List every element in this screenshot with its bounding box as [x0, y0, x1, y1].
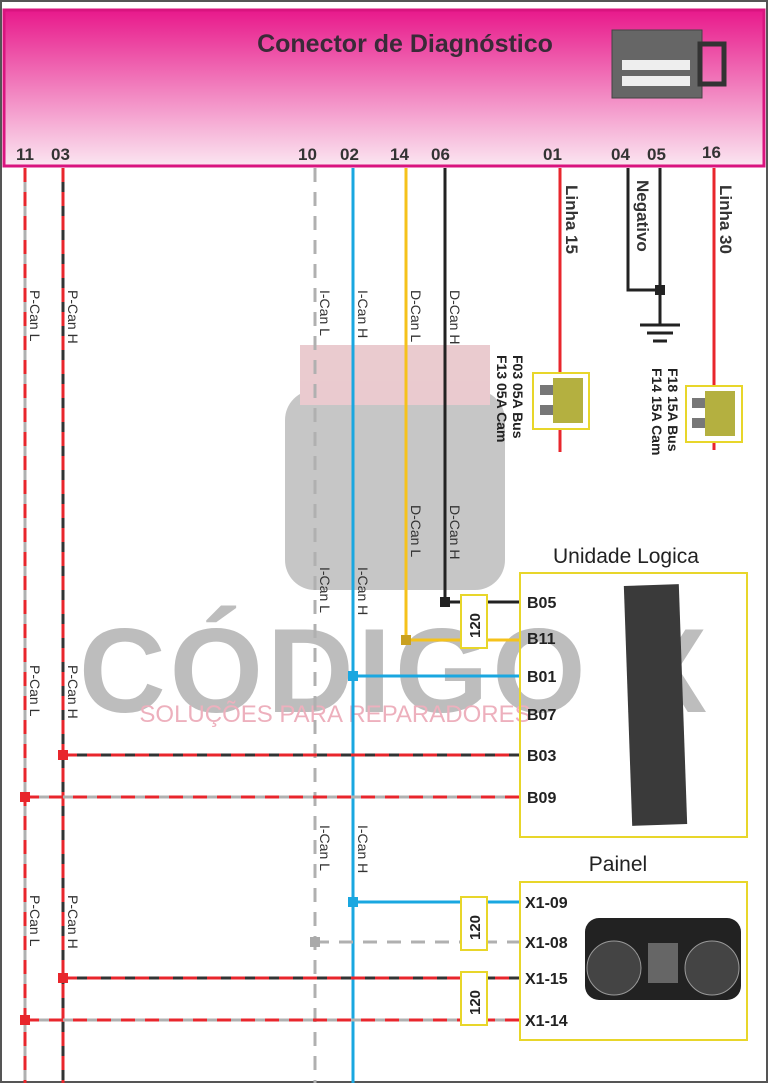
pin-04: 04 — [611, 145, 630, 164]
unidade-logica: Unidade Logica B05 B11 B01 B07 B03 B09 — [519, 545, 748, 838]
unidade-title: Unidade Logica — [553, 545, 699, 568]
truck-icon — [285, 345, 505, 590]
pin-10: 10 — [298, 145, 317, 164]
pin-14: 14 — [390, 145, 409, 164]
painel-pin: X1-09 — [525, 895, 568, 912]
pin-06: 06 — [431, 145, 450, 164]
fuse-label-3: F18 15A Bus — [665, 368, 681, 452]
pin-16: 16 — [702, 143, 721, 162]
label-p-can-h: P-Can H — [65, 290, 81, 344]
pin-05: 05 — [647, 145, 666, 164]
painel: Painel X1-09 X1-08 X1-15 X1-14 — [519, 853, 748, 1041]
label-negativo: Negativo — [633, 180, 652, 252]
pin-01: 01 — [543, 145, 562, 164]
pin-02: 02 — [340, 145, 359, 164]
connector-image — [611, 29, 727, 99]
resistor-label: 120 — [467, 613, 484, 638]
watermark-brand: CÓDIGO X — [79, 604, 711, 738]
pin-11: 11 — [16, 145, 34, 164]
dashboard-image — [585, 918, 741, 1000]
label-i-can-l-3: I-Can L — [317, 825, 333, 871]
painel-pin: X1-15 — [525, 971, 568, 988]
label-linha-15: Linha 15 — [562, 185, 581, 254]
label-p-can-h-2: P-Can H — [65, 665, 81, 719]
fuse-f03-f13: F03 05A Bus F13 05A Cam — [494, 355, 590, 442]
watermark: CÓDIGO X SOLUÇÕES PARA REPARADORES — [79, 345, 711, 738]
label-p-can-h-3: P-Can H — [65, 895, 81, 949]
label-i-can-h: I-Can H — [355, 290, 371, 338]
label-p-can-l-3: P-Can L — [27, 895, 43, 947]
label-d-can-h: D-Can H — [447, 290, 463, 344]
resistor-label: 120 — [467, 915, 484, 940]
unidade-pin: B01 — [527, 669, 556, 686]
label-i-can-l-2: I-Can L — [317, 567, 333, 613]
resistors: 120 120 120 — [460, 594, 488, 1026]
painel-pin: X1-14 — [525, 1013, 568, 1030]
unidade-pin: B07 — [527, 707, 556, 724]
watermark-tagline: SOLUÇÕES PARA REPARADORES — [139, 700, 530, 728]
pin-03: 03 — [51, 145, 70, 164]
unidade-pin: B03 — [527, 748, 556, 765]
label-p-can-l: P-Can L — [27, 290, 43, 342]
label-d-can-l: D-Can L — [408, 290, 424, 342]
fuse-f18-f14: F18 15A Bus F14 15A Cam — [649, 368, 743, 455]
unidade-pin: B09 — [527, 790, 556, 807]
label-p-can-l-2: P-Can L — [27, 665, 43, 717]
label-d-can-l-2: D-Can L — [408, 505, 424, 557]
fuse-label-1: F03 05A Bus — [510, 355, 526, 439]
unidade-pin: B11 — [527, 631, 556, 648]
label-i-can-h-3: I-Can H — [355, 825, 371, 873]
label-i-can-h-2: I-Can H — [355, 567, 371, 615]
unidade-pin: B05 — [527, 595, 556, 612]
fuse-label-2: F13 05A Cam — [494, 355, 510, 442]
diagnostic-connector-header: Conector de Diagnóstico 11 03 10 02 14 0… — [2, 8, 766, 168]
ecu-image — [623, 584, 688, 826]
resistor-label: 120 — [467, 990, 484, 1015]
label-d-can-h-2: D-Can H — [447, 505, 463, 559]
label-i-can-l: I-Can L — [317, 290, 333, 336]
label-linha-30: Linha 30 — [716, 185, 735, 254]
painel-title: Painel — [589, 853, 647, 876]
ground-icon — [640, 323, 680, 343]
painel-pin: X1-08 — [525, 935, 568, 952]
header-title: Conector de Diagnóstico — [257, 30, 553, 58]
fuse-label-4: F14 15A Cam — [649, 368, 665, 455]
